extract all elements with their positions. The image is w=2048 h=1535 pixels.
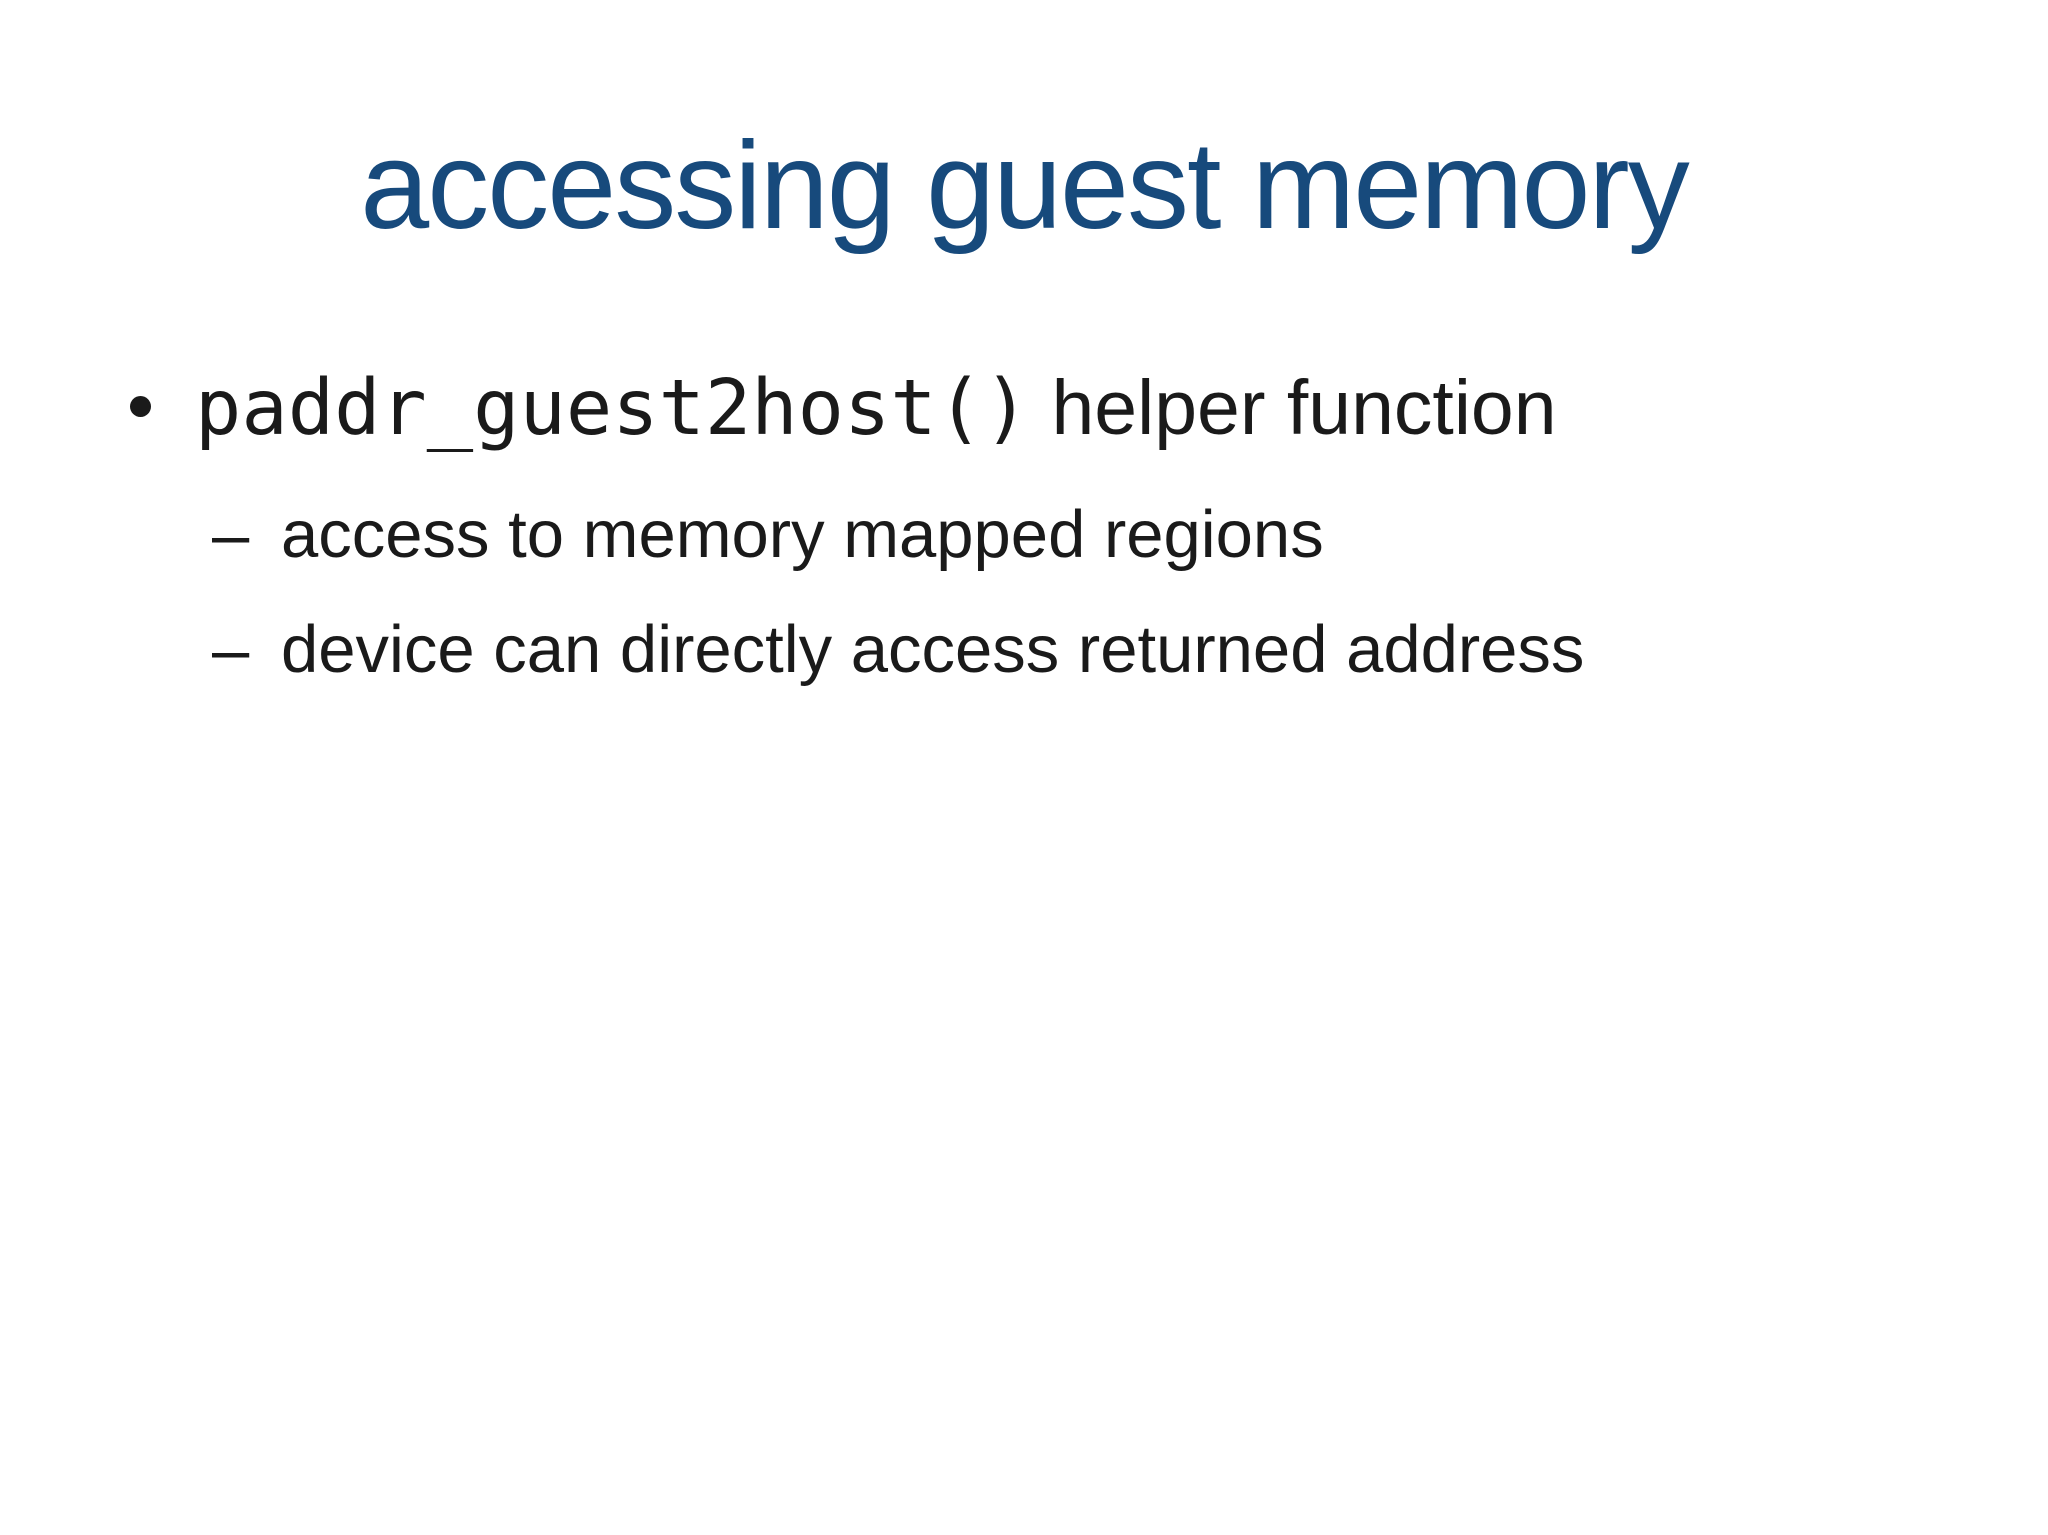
- sub-bullet-item: –device can directly access returned add…: [212, 616, 1584, 683]
- dash-marker: –: [212, 612, 250, 687]
- bullet-code-text: paddr_guest2host(): [195, 364, 1030, 453]
- bullet-marker-icon: [130, 396, 151, 417]
- sub-bullet-label: access to memory mapped regions: [281, 497, 1324, 572]
- sub-bullet-label: device can directly access returned addr…: [281, 612, 1585, 687]
- bullet-label: helper function: [1051, 365, 1557, 451]
- slide-title: accessing guest memory: [360, 117, 1689, 255]
- dash-marker: –: [212, 497, 250, 572]
- sub-bullet-item: –access to memory mapped regions: [212, 501, 1324, 568]
- bullet-item: paddr_guest2host()helper function: [195, 370, 1557, 448]
